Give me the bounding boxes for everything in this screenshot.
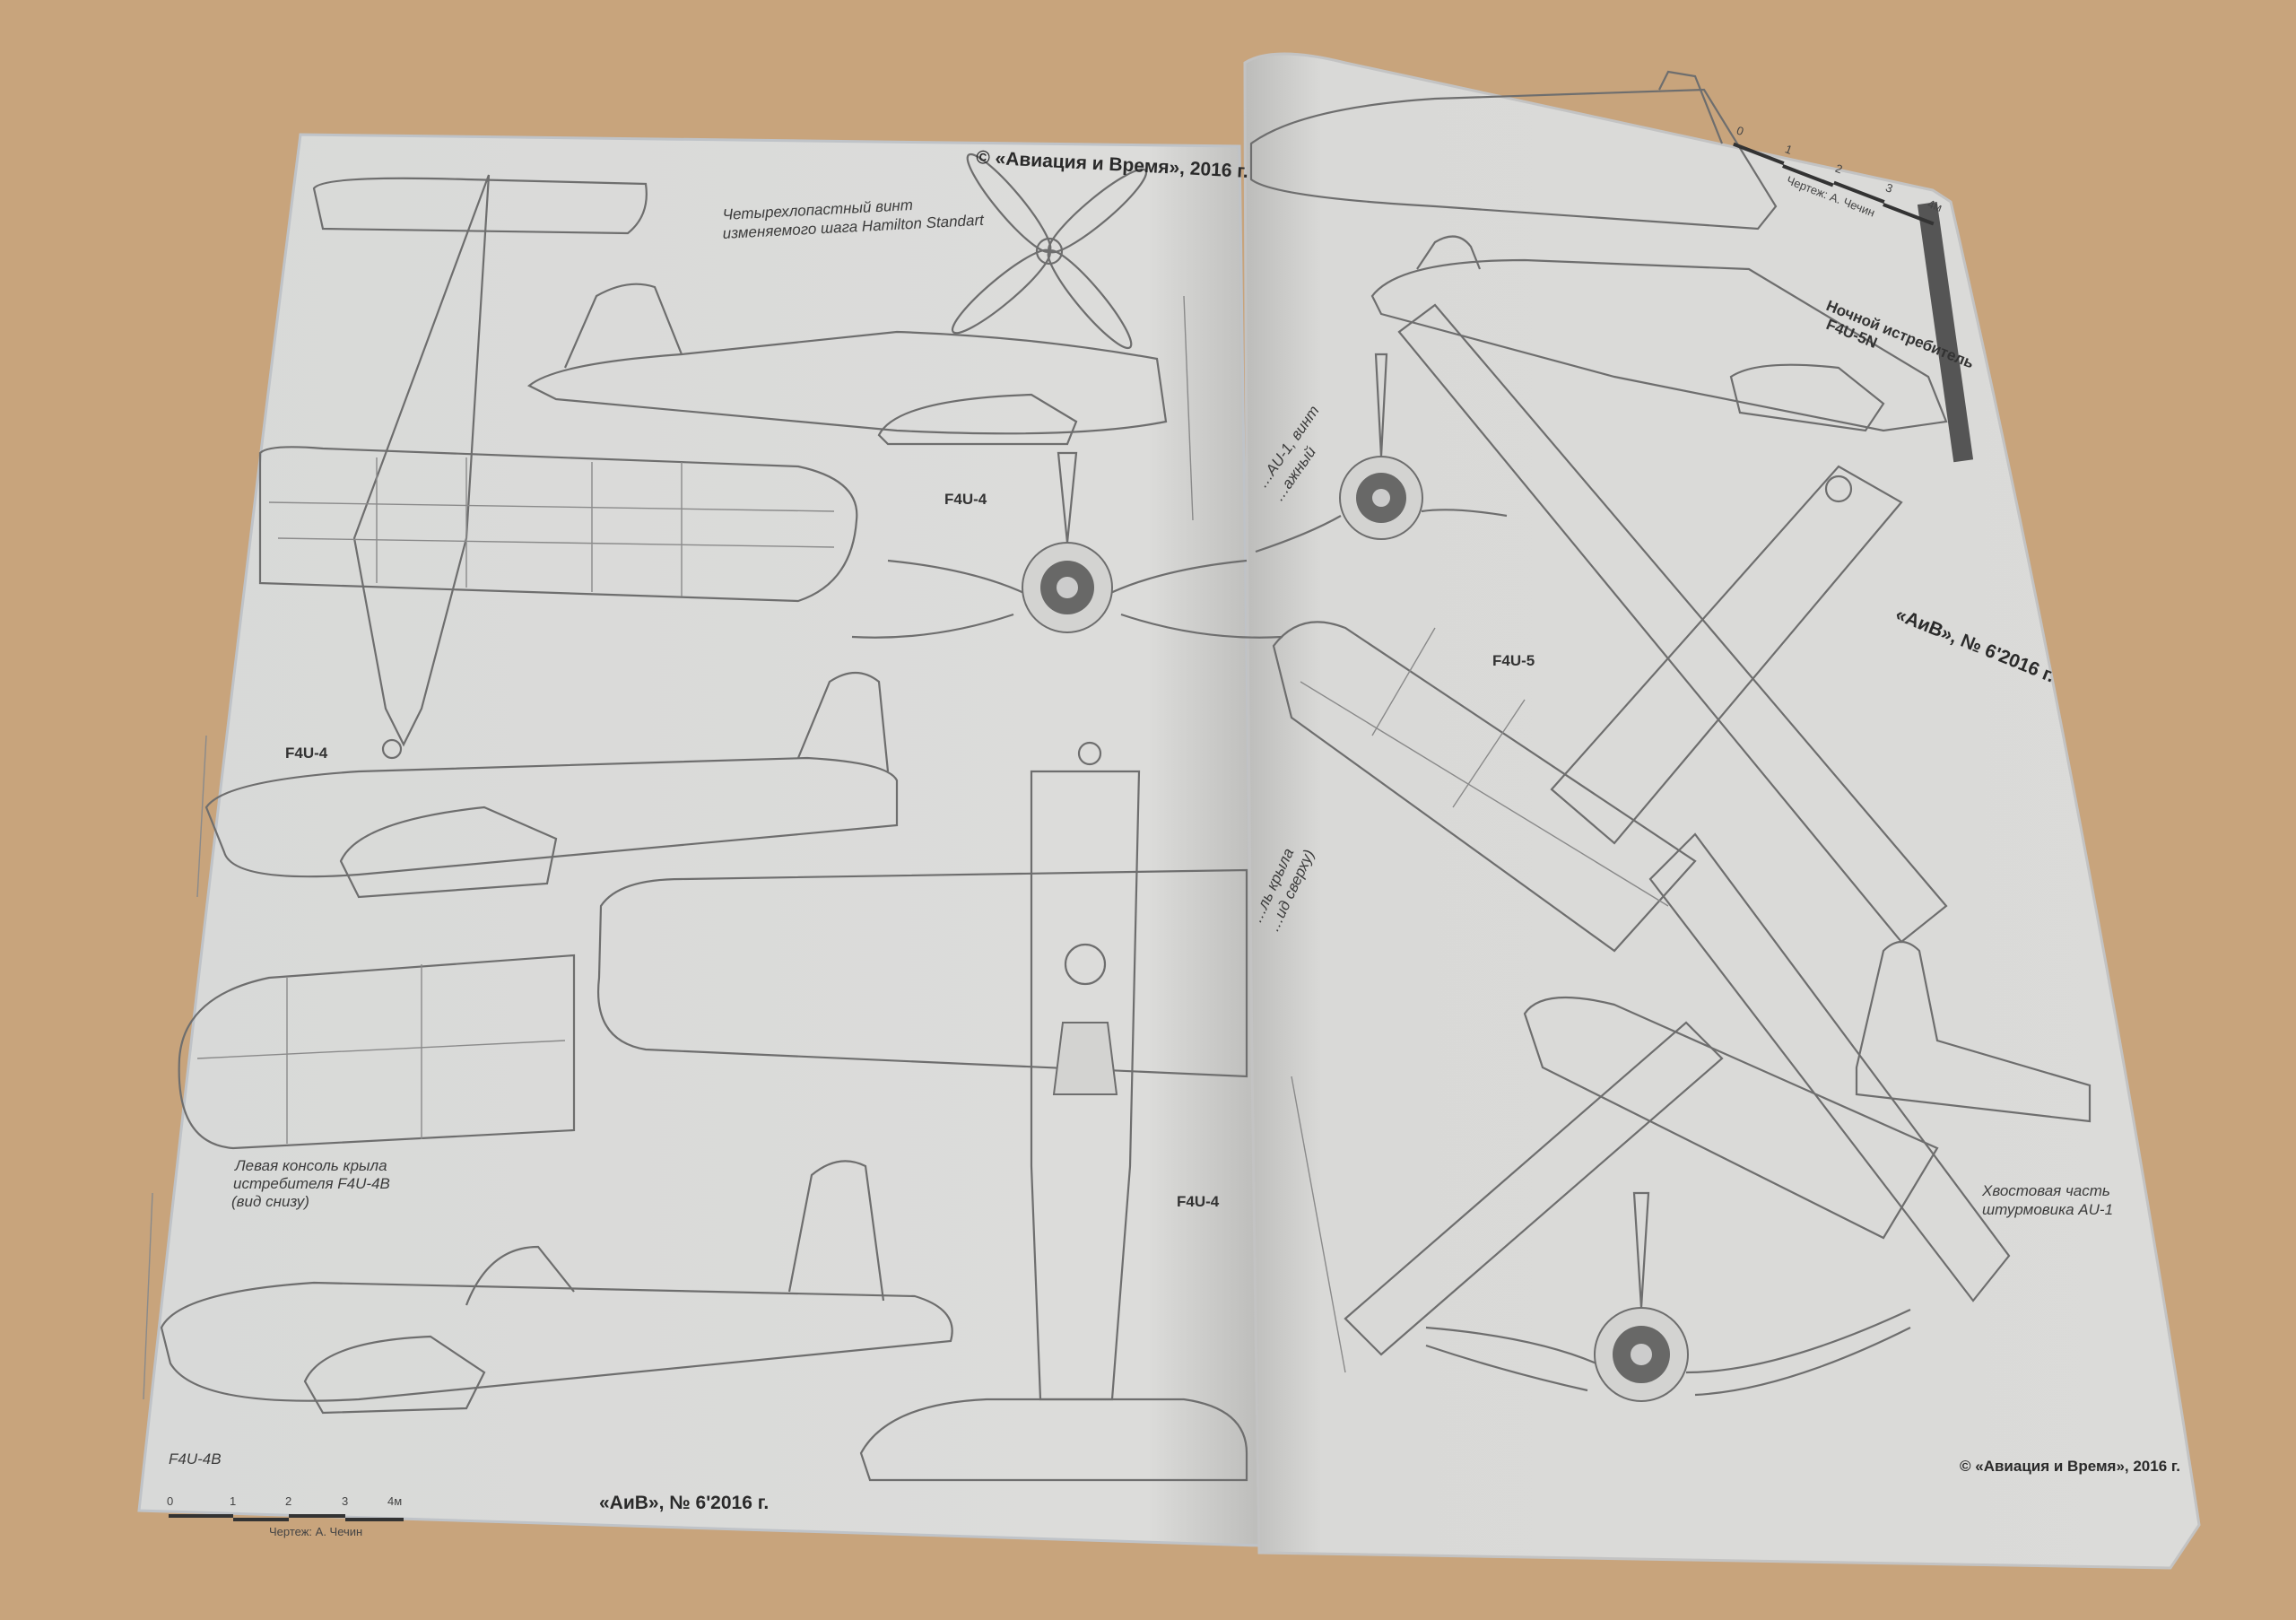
wing-caption-line1: Левая консоль крыла — [234, 1157, 387, 1174]
wing-caption-line3: (вид снизу) — [231, 1193, 309, 1210]
issue-left: «АиВ», № 6'2016 г. — [599, 1493, 769, 1513]
scale-tick: 4м — [1926, 196, 1944, 214]
f4u-4-front-view — [851, 451, 1283, 639]
au-1-bottom-view — [1291, 832, 2011, 1373]
copyright-right: © «Авиация и Время», 2016 г. — [1960, 1458, 2180, 1475]
label-f4u-4-bottom: F4U-4 — [1177, 1193, 1220, 1210]
label-f4u-5: F4U-5 — [1492, 652, 1535, 669]
f4u-4b-wing-underside — [178, 954, 576, 1150]
scale-bar-left: 0 1 2 3 4м Чертеж: А. Чечин — [167, 1494, 404, 1538]
scale-tick: 4м — [387, 1494, 402, 1508]
au-1-side-view-top — [1249, 70, 1778, 231]
au-1-front-view — [1255, 353, 1508, 553]
au-1-front-view-bottom — [1425, 1191, 1911, 1402]
scale-tick: 0 — [167, 1494, 173, 1508]
f4u-4-top-view — [258, 174, 858, 760]
tail-caption-line2: штурмовика AU-1 — [1982, 1201, 2113, 1218]
scale-tick: 1 — [230, 1494, 236, 1508]
page-edge-tab — [1917, 202, 1974, 463]
f4u-5-top-view — [1272, 303, 1948, 953]
drawing-author: Чертеж: А. Чечин — [269, 1525, 362, 1538]
f4u-4-side-view-top — [527, 283, 1194, 521]
scale-tick: 2 — [285, 1494, 291, 1508]
label-f4u-4b: F4U-4B — [169, 1450, 222, 1468]
left-page — [137, 133, 1261, 1547]
wing-caption-line2: истребителя F4U-4B — [233, 1175, 390, 1192]
f4u-5n-side-view — [1370, 235, 1948, 432]
au-1-tail-section — [1855, 940, 2092, 1123]
label-f4u-4-top: F4U-4 — [285, 745, 328, 762]
label-f4u-4-side: F4U-4 — [944, 491, 987, 508]
f4u-4-side-view-middle — [196, 671, 899, 899]
tail-caption-line1: Хвостовая часть — [1981, 1182, 2110, 1199]
f4u-4b-side-view — [143, 1160, 953, 1415]
scale-tick: 3 — [342, 1494, 348, 1508]
f4u-4-bottom-view — [597, 741, 1248, 1482]
propeller-four-blade — [951, 152, 1148, 350]
